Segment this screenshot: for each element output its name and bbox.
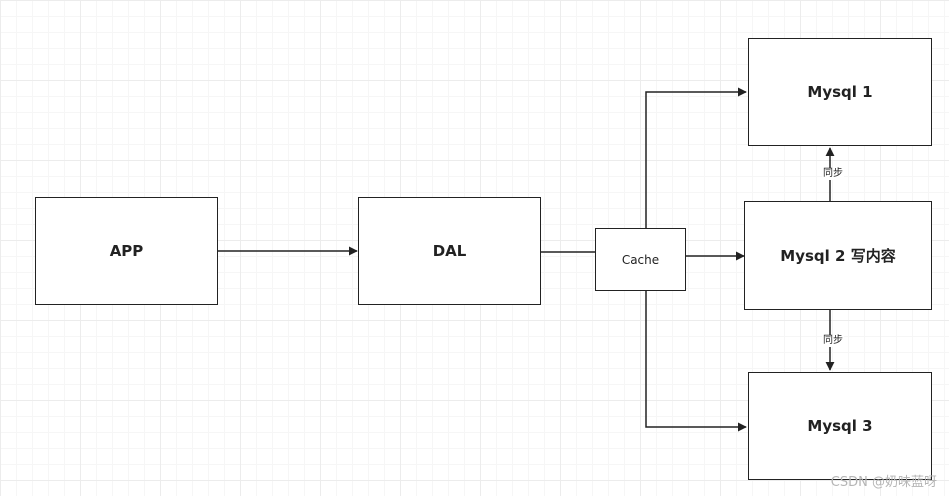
edge-label-sync-up: 同步 (822, 168, 844, 180)
node-app: APP (35, 197, 218, 305)
watermark: CSDN @奶味蓝呀 (830, 475, 937, 490)
node-dal: DAL (358, 197, 541, 305)
edge-cache-to-mysql3 (645, 291, 747, 432)
node-mysql1: Mysql 1 (748, 38, 932, 146)
edge-label-sync-down: 同步 (822, 335, 844, 347)
node-mysql3: Mysql 3 (748, 372, 932, 480)
edge-cache-to-mysql1 (645, 87, 747, 228)
node-cache: Cache (595, 228, 686, 291)
node-mysql2: Mysql 2 写内容 (744, 201, 932, 310)
